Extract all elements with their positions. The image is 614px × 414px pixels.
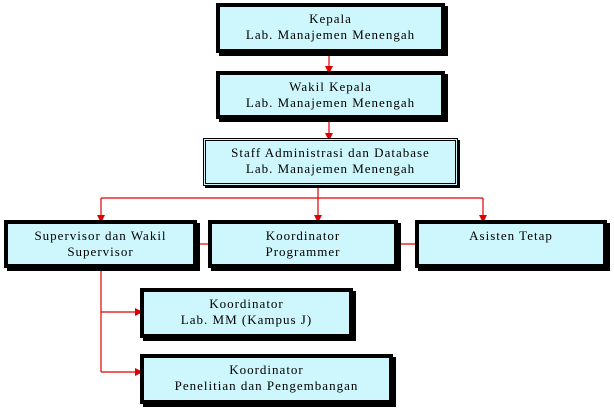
box-asisten-tetap: Asisten Tetap [415,220,607,268]
box-wakil-kepala-title: Wakil Kepala [289,79,372,94]
box-staff-administrasi-title: Staff Administrasi dan Database [231,145,430,160]
box-koordinator-lab-mm: Koordinator Lab. MM (Kampus J) [140,288,353,338]
box-supervisor: Supervisor dan Wakil Supervisor [4,220,197,268]
box-supervisor-subtitle: Supervisor [67,244,134,259]
box-koordinator-penelitian-subtitle: Penelitian dan Pengembangan [174,378,359,393]
box-koordinator-penelitian: Koordinator Penelitian dan Pengembangan [140,354,393,404]
box-kepala-subtitle: Lab. Manajemen Menengah [245,27,416,42]
box-koordinator-programmer-title: Koordinator [265,228,341,243]
box-asisten-tetap-title: Asisten Tetap [469,228,553,243]
box-koordinator-lab-mm-subtitle: Lab. MM (Kampus J) [180,312,313,327]
box-staff-administrasi: Staff Administrasi dan Database Lab. Man… [203,138,458,186]
box-wakil-kepala-subtitle: Lab. Manajemen Menengah [245,95,416,110]
box-kepala-title: Kepala [309,11,352,26]
box-koordinator-programmer-subtitle: Programmer [265,244,341,259]
box-wakil-kepala: Wakil Kepala Lab. Manajemen Menengah [216,71,445,119]
box-koordinator-programmer: Koordinator Programmer [208,220,398,268]
box-koordinator-lab-mm-title: Koordinator [209,296,284,311]
box-staff-administrasi-subtitle: Lab. Manajemen Menengah [245,161,416,176]
box-kepala: Kepala Lab. Manajemen Menengah [216,3,445,53]
box-koordinator-penelitian-title: Koordinator [229,362,304,377]
box-supervisor-title: Supervisor dan Wakil [34,228,167,243]
